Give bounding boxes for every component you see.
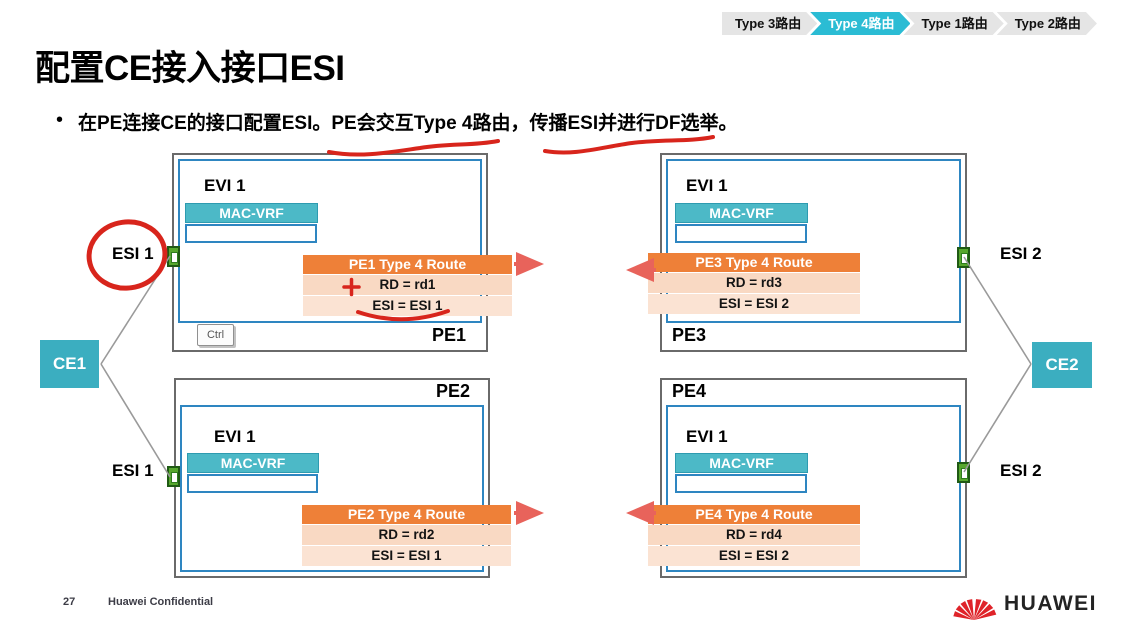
page-title: 配置CE接入接口ESI [35, 49, 345, 88]
esi2-label-bottom: ESI 2 [1000, 461, 1042, 480]
pe1-evi-label: EVI 1 [204, 176, 246, 195]
pe1-route-title: PE1 Type 4 Route [303, 255, 512, 274]
ce1-box: CE1 [40, 340, 99, 388]
pe4-route-esi: ESI = ESI 2 [648, 546, 860, 566]
pe4-macvrf-bar: MAC-VRF [675, 453, 808, 473]
pe1-route-esi: ESI = ESI 1 [303, 296, 512, 316]
pe3-macvrf-bar: MAC-VRF [675, 203, 808, 223]
red-underline-annotation-2 [543, 135, 715, 155]
breadcrumb: Type 3路由 Type 4路由 Type 1路由 Type 2路由 [722, 12, 1097, 35]
pe1-name-label: PE1 [432, 325, 467, 345]
pe2-macvrf-table [187, 474, 318, 493]
bullet-text: 在PE连接CE的接口配置ESI。PE会交互Type 4路由，传播ESI并进行DF… [78, 113, 738, 134]
pe4-port-icon [957, 462, 970, 483]
pe3-route-rd: RD = rd3 [648, 273, 860, 293]
link-ce2-pe4 [963, 363, 1032, 473]
pe4-route-title: PE4 Type 4 Route [648, 505, 860, 524]
page-number: 27 [63, 596, 76, 608]
ce2-box: CE2 [1032, 342, 1092, 388]
link-ce1-pe1 [100, 255, 171, 365]
pe4-macvrf-table [675, 474, 807, 493]
ctrl-tooltip: Ctrl [197, 324, 234, 346]
esi1-label-bottom: ESI 1 [112, 461, 154, 480]
esi1-label-top: ESI 1 [112, 244, 154, 263]
confidential-label: Huawei Confidential [108, 596, 214, 608]
pe1-port-icon [167, 246, 180, 267]
breadcrumb-tab-type4-active: Type 4路由 [810, 12, 910, 35]
breadcrumb-tab-type1: Type 1路由 [903, 12, 1003, 35]
pe3-macvrf-table [675, 224, 807, 243]
pe4-route-rd: RD = rd4 [648, 525, 860, 545]
pe4-type4-route-box: PE4 Type 4 Route RD = rd4 ESI = ESI 2 [648, 505, 860, 566]
pe2-route-esi: ESI = ESI 1 [302, 546, 511, 566]
pe4-evi-label: EVI 1 [686, 427, 728, 446]
pe1-box [172, 153, 488, 352]
pe2-name-label: PE2 [436, 381, 471, 401]
pe2-type4-route-box: PE2 Type 4 Route RD = rd2 ESI = ESI 1 [302, 505, 511, 566]
pe3-type4-route-box: PE3 Type 4 Route RD = rd3 ESI = ESI 2 [648, 253, 860, 314]
pe3-evi-label: EVI 1 [686, 176, 728, 195]
pe2-route-title: PE2 Type 4 Route [302, 505, 511, 524]
pe1-type4-route-box: PE1 Type 4 Route RD = rd1 ESI = ESI 1 [303, 255, 512, 316]
breadcrumb-tab-type2: Type 2路由 [997, 12, 1097, 35]
breadcrumb-tab-type3: Type 3路由 [722, 12, 817, 35]
bullet-dot: • [56, 109, 64, 131]
pe1-macvrf-bar: MAC-VRF [185, 203, 318, 223]
pe1-route-rd: RD = rd1 [303, 275, 512, 295]
esi2-label-top: ESI 2 [1000, 244, 1042, 263]
pe2-route-rd: RD = rd2 [302, 525, 511, 545]
pe3-route-title: PE3 Type 4 Route [648, 253, 860, 272]
pe1-macvrf-table [185, 224, 317, 243]
huawei-logo-icon [953, 599, 997, 620]
link-ce2-pe3 [963, 256, 1032, 365]
pe3-port-icon [957, 247, 970, 268]
pe3-route-esi: ESI = ESI 2 [648, 294, 860, 314]
pe2-macvrf-bar: MAC-VRF [187, 453, 319, 473]
pe3-name-label: PE3 [672, 325, 707, 345]
brand-wordmark: HUAWEI [1004, 592, 1097, 615]
pe4-name-label: PE4 [672, 381, 707, 401]
pe2-port-icon [167, 466, 180, 487]
pe2-evi-label: EVI 1 [214, 427, 256, 446]
